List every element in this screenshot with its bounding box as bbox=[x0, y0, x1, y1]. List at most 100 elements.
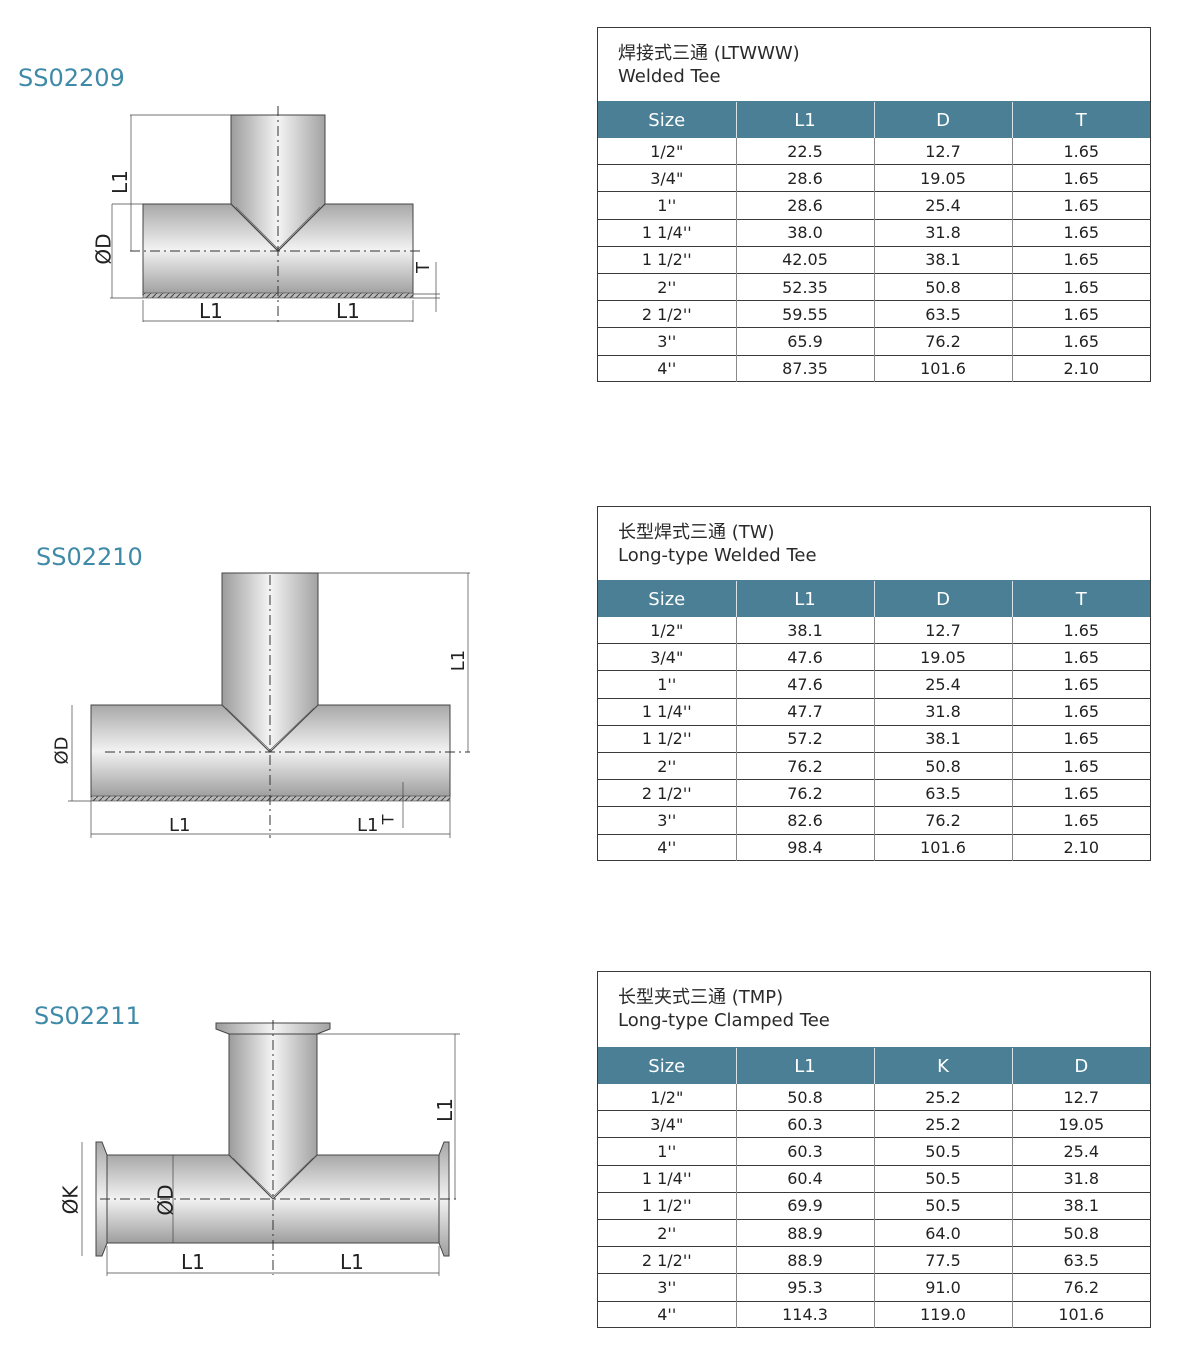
value-cell: 25.2 bbox=[873, 1084, 1012, 1111]
spec-table-welded-tee: 焊接式三通 (LTWWW) Welded Tee Size L1 D T 1/2… bbox=[597, 27, 1151, 382]
value-cell: 1.65 bbox=[1011, 751, 1150, 780]
value-cell: 76.2 bbox=[735, 779, 874, 807]
size-cell: 2 1/2'' bbox=[598, 1246, 736, 1274]
value-cell: 31.8 bbox=[873, 218, 1012, 247]
dim-label-l1-left: L1 bbox=[169, 815, 191, 836]
value-cell: 88.9 bbox=[735, 1246, 874, 1274]
value-cell: 76.2 bbox=[735, 751, 874, 780]
value-cell: 65.9 bbox=[735, 327, 874, 355]
value-cell: 19.05 bbox=[873, 643, 1012, 671]
value-cell: 50.5 bbox=[873, 1137, 1012, 1166]
value-cell: 12.7 bbox=[1011, 1084, 1150, 1111]
dim-label-l1-left: L1 bbox=[199, 299, 223, 323]
value-cell: 1.65 bbox=[1011, 670, 1150, 699]
value-cell: 22.5 bbox=[735, 138, 874, 165]
value-cell: 63.5 bbox=[873, 779, 1012, 807]
value-cell: 1.65 bbox=[1011, 191, 1150, 220]
title-en: Long-type Clamped Tee bbox=[618, 1010, 830, 1031]
value-cell: 28.6 bbox=[735, 191, 874, 220]
value-cell: 1.65 bbox=[1011, 138, 1150, 165]
value-cell: 38.0 bbox=[735, 218, 874, 247]
table-title: 长型夹式三通 (TMP) Long-type Clamped Tee bbox=[598, 972, 1150, 1047]
value-cell: 88.9 bbox=[735, 1218, 874, 1247]
dim-label-k: ØK bbox=[58, 1185, 83, 1215]
value-cell: 19.05 bbox=[1011, 1110, 1150, 1138]
dim-label-l1-left: L1 bbox=[181, 1250, 205, 1274]
size-cell: 2 1/2'' bbox=[598, 779, 736, 807]
col-header: L1 bbox=[735, 101, 874, 138]
size-cell: 2'' bbox=[598, 272, 736, 301]
value-cell: 25.4 bbox=[1011, 1137, 1150, 1166]
value-cell: 1.65 bbox=[1011, 643, 1150, 671]
product-code: SS02211 bbox=[34, 1002, 141, 1030]
size-cell: 1 1/2'' bbox=[598, 724, 736, 753]
value-cell: 59.55 bbox=[735, 300, 874, 328]
value-cell: 57.2 bbox=[735, 724, 874, 753]
dim-label-t: T bbox=[378, 814, 398, 825]
value-cell: 69.9 bbox=[735, 1191, 874, 1220]
size-cell: 1'' bbox=[598, 670, 736, 699]
value-cell: 28.6 bbox=[735, 164, 874, 192]
size-cell: 1/2" bbox=[650, 141, 684, 161]
value-cell: 91.0 bbox=[873, 1273, 1012, 1301]
col-header: L1 bbox=[735, 1047, 874, 1084]
col-header: D bbox=[1011, 1047, 1150, 1084]
welded-tee-diagram bbox=[110, 106, 440, 322]
title-cn: 焊接式三通 (LTWWW) bbox=[618, 43, 800, 64]
col-header: T bbox=[1011, 580, 1150, 617]
dim-label-t: T bbox=[413, 262, 434, 273]
col-header: T bbox=[1011, 101, 1150, 138]
title-en: Welded Tee bbox=[618, 66, 721, 87]
size-cell: 1'' bbox=[598, 1137, 736, 1166]
size-cell: 3'' bbox=[598, 327, 736, 355]
value-cell: 25.2 bbox=[873, 1110, 1012, 1138]
value-cell: 76.2 bbox=[873, 327, 1012, 355]
value-cell: 1.65 bbox=[1011, 218, 1150, 247]
col-header: Size bbox=[598, 101, 736, 138]
value-cell: 101.6 bbox=[873, 833, 1012, 861]
value-cell: 63.5 bbox=[873, 300, 1012, 328]
value-cell: 38.1 bbox=[1011, 1191, 1150, 1220]
size-cell: 2'' bbox=[598, 751, 736, 780]
value-cell: 1.65 bbox=[1011, 779, 1150, 807]
value-cell: 12.7 bbox=[873, 138, 1012, 165]
value-cell: 1.65 bbox=[1011, 724, 1150, 753]
size-cell: 1 1/4'' bbox=[598, 218, 736, 247]
value-cell: 31.8 bbox=[873, 697, 1012, 726]
value-cell: 1.65 bbox=[1011, 300, 1150, 328]
size-cell: 4'' bbox=[598, 1300, 736, 1328]
value-cell: 101.6 bbox=[1011, 1300, 1150, 1328]
col-header: K bbox=[873, 1047, 1012, 1084]
dim-label-l1: L1 bbox=[107, 170, 132, 194]
value-cell: 60.3 bbox=[735, 1137, 874, 1166]
value-cell: 76.2 bbox=[1011, 1273, 1150, 1301]
value-cell: 52.35 bbox=[735, 272, 874, 301]
product-code: SS02210 bbox=[36, 543, 143, 571]
dim-label-d: ØD bbox=[153, 1184, 178, 1216]
value-cell: 60.3 bbox=[735, 1110, 874, 1138]
size-cell: 3'' bbox=[598, 1273, 736, 1301]
size-cell: 1 1/2'' bbox=[598, 1191, 736, 1220]
value-cell: 98.4 bbox=[735, 833, 874, 861]
value-cell: 50.5 bbox=[873, 1191, 1012, 1220]
value-cell: 50.5 bbox=[873, 1164, 1012, 1193]
value-cell: 25.4 bbox=[873, 670, 1012, 699]
